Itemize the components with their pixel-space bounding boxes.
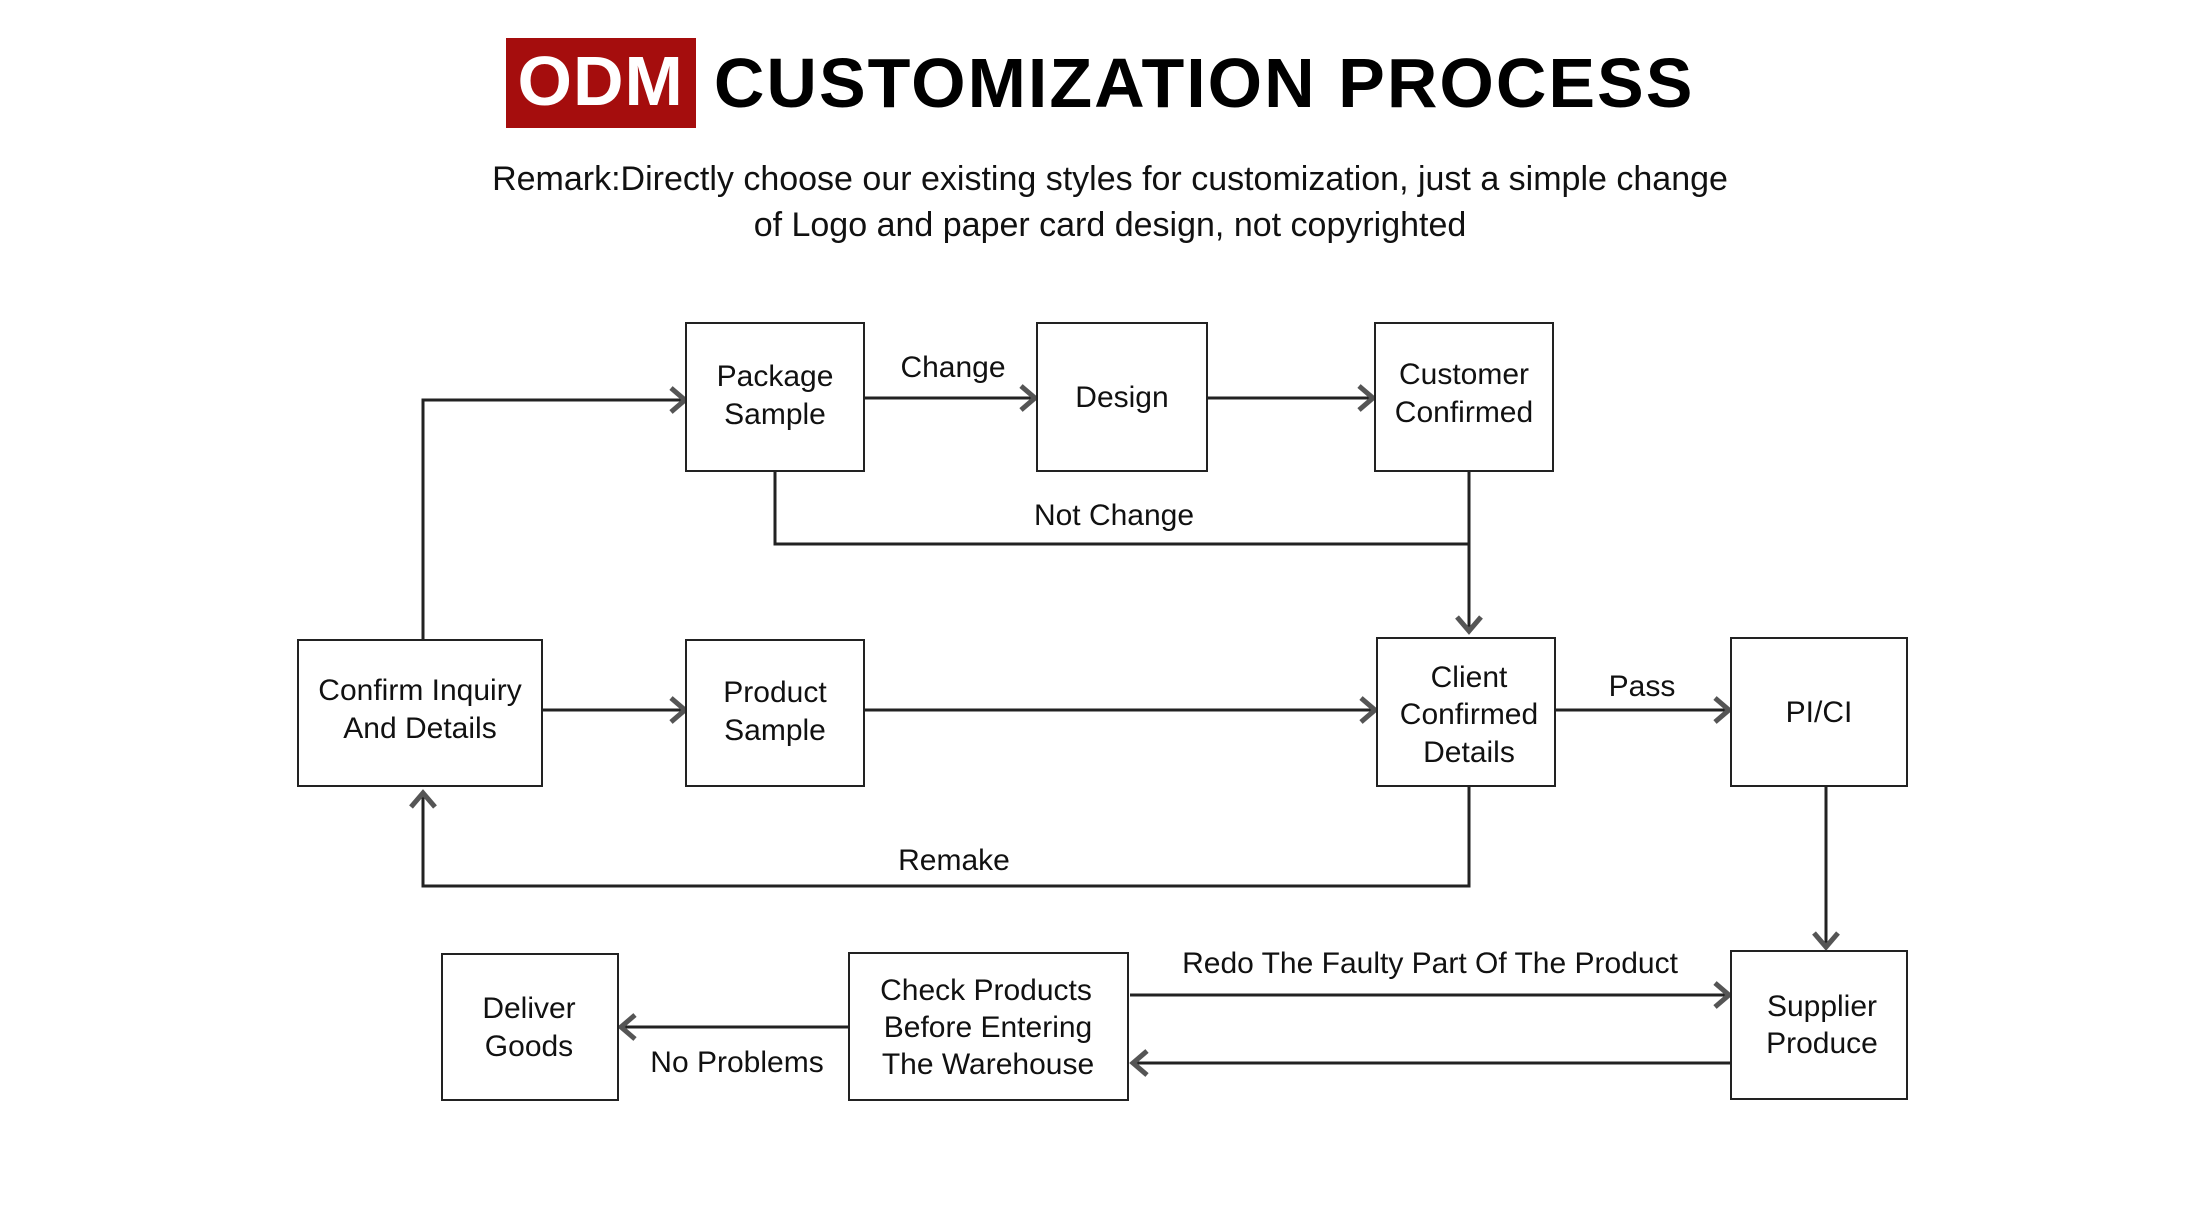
node-supplier-produce: Supplier Produce <box>1730 950 1908 1100</box>
node-label-line: Package <box>717 360 834 393</box>
node-label-line: Goods <box>485 1030 573 1063</box>
edge-remake <box>421 786 1471 888</box>
node-label-line: Supplier <box>1767 990 1877 1023</box>
node-label-line: PI/CI <box>1786 696 1853 729</box>
node-label-line: Confirmed <box>1395 396 1533 429</box>
arrowhead-up <box>409 789 437 809</box>
edge-label-pass: Pass <box>1609 670 1676 703</box>
page-title: CUSTOMIZATION PROCESS <box>713 44 1695 122</box>
arrowhead-left <box>617 1013 637 1041</box>
node-customer-confirmed: Customer Confirmed <box>1374 322 1554 472</box>
node-label-line: Sample <box>724 398 826 431</box>
arrowhead-right <box>1713 696 1733 724</box>
node-design: Design <box>1036 322 1208 472</box>
node-label-line: Design <box>1075 381 1168 414</box>
edge-confirm-to-package <box>421 398 684 640</box>
node-deliver-goods: Deliver Goods <box>441 953 619 1101</box>
edge-label-redo: Redo The Faulty Part Of The Product <box>1182 947 1678 980</box>
arrowhead-down <box>1455 615 1483 635</box>
node-label-line: Product <box>723 676 827 709</box>
node-label-line: Customer <box>1399 358 1529 391</box>
node-label-line: Check Products <box>880 974 1092 1007</box>
remark-text: Remark:Directly choose our existing styl… <box>400 156 1820 248</box>
arrowhead-right <box>1357 384 1377 412</box>
node-label-line: Deliver <box>482 992 575 1025</box>
edge-not-change <box>773 471 1469 546</box>
node-label-line: Sample <box>724 714 826 747</box>
node-confirm-inquiry: Confirm Inquiry And Details <box>297 639 543 787</box>
node-package-sample: Package Sample <box>685 322 865 472</box>
node-pici: PI/CI <box>1730 637 1908 787</box>
edge-label-change: Change <box>900 351 1005 384</box>
arrowhead-left <box>1129 1049 1149 1077</box>
node-check-products: Check Products Before Entering The Wareh… <box>848 952 1129 1101</box>
node-label-line: And Details <box>343 712 496 745</box>
arrowhead-right <box>1359 696 1379 724</box>
arrowhead-down <box>1812 931 1840 951</box>
node-label-line: Before Entering <box>884 1011 1092 1044</box>
title-block: ODM CUSTOMIZATION PROCESS <box>0 38 2200 128</box>
arrowhead-right <box>1713 981 1733 1009</box>
arrowhead-right <box>1019 384 1039 412</box>
node-client-confirmed: Client Confirmed Details <box>1376 637 1556 787</box>
node-product-sample: Product Sample <box>685 639 865 787</box>
node-label-line: Client <box>1431 661 1508 694</box>
node-label-line: Confirmed <box>1400 698 1538 731</box>
connectors <box>421 396 1828 1065</box>
remark-line-2: of Logo and paper card design, not copyr… <box>753 206 1467 244</box>
node-label-line: The Warehouse <box>882 1048 1094 1081</box>
edge-label-not-change: Not Change <box>1034 499 1194 532</box>
edge-labels: Change Not Change Pass Remake Redo The F… <box>650 351 1678 1079</box>
remark-line-1: Remark:Directly choose our existing styl… <box>492 160 1728 198</box>
edge-label-no-problems: No Problems <box>650 1046 823 1079</box>
edge-label-remake: Remake <box>898 844 1010 877</box>
node-label-line: Produce <box>1766 1027 1878 1060</box>
node-label-line: Details <box>1423 736 1515 769</box>
node-label-line: Confirm Inquiry <box>318 674 521 707</box>
odm-badge: ODM <box>505 38 696 128</box>
